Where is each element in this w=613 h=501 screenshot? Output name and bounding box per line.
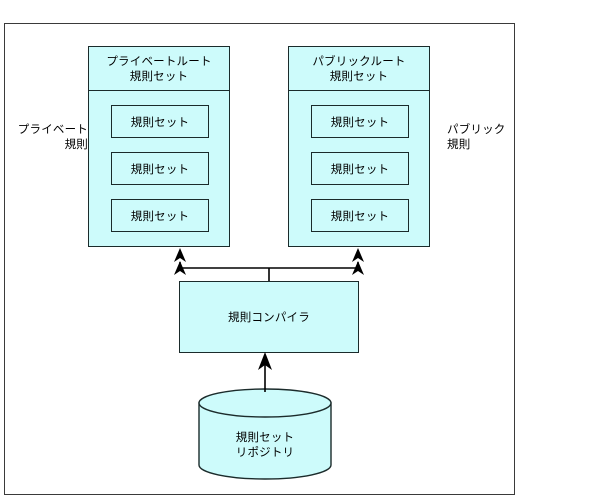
side-label-public: パブリック 規則: [447, 122, 506, 152]
rule-set-item-public-2[interactable]: 規則セット: [311, 152, 409, 185]
rule-set-item-public-3[interactable]: 規則セット: [311, 199, 409, 232]
group-public-route-header: パブリックルート 規則セット: [289, 47, 429, 91]
rule-set-item-private-3[interactable]: 規則セット: [111, 199, 209, 232]
group-public-route-rule-set[interactable]: パブリックルート 規則セット 規則セット 規則セット 規則セット: [288, 46, 430, 247]
group-private-route-header: プライベートルート 規則セット: [89, 47, 229, 91]
cylinder-shape: [198, 388, 332, 480]
rule-set-item-private-1[interactable]: 規則セット: [111, 105, 209, 138]
rule-compiler-box[interactable]: 規則コンパイラ: [179, 281, 359, 353]
rule-set-item-private-2[interactable]: 規則セット: [111, 152, 209, 185]
rule-set-item-public-1[interactable]: 規則セット: [311, 105, 409, 138]
side-label-private: プライベート 規則: [17, 122, 88, 152]
rule-set-repository-cylinder[interactable]: 規則セット リポジトリ: [198, 388, 332, 480]
group-private-route-rule-set[interactable]: プライベートルート 規則セット 規則セット 規則セット 規則セット: [88, 46, 230, 247]
